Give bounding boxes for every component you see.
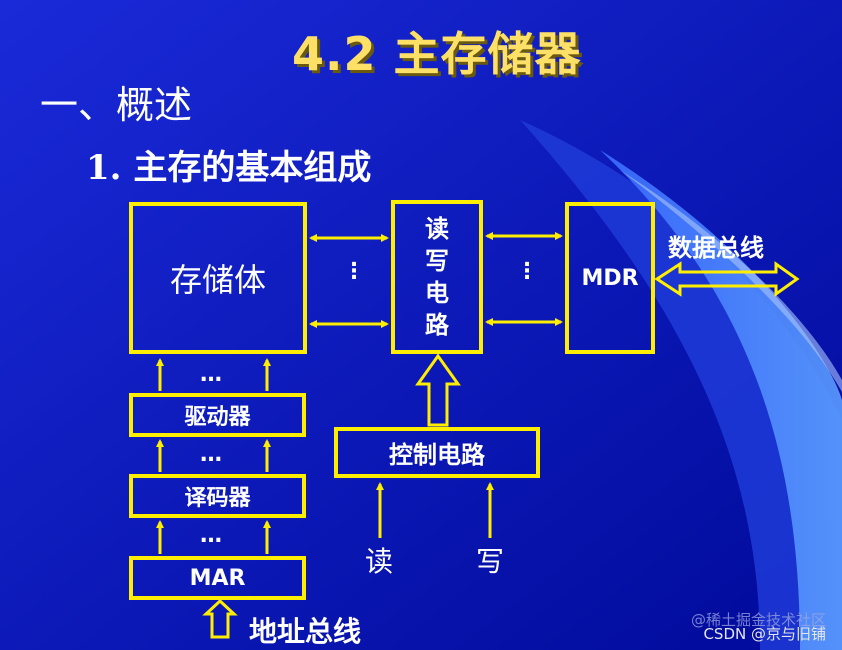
ellipsis-mar-decoder: … [200,523,222,548]
address-bus-arrow [202,598,238,639]
control-circuit-box: 控制电路 [334,427,540,478]
read-label: 读 [365,545,394,578]
watermark-juejin: @稀土掘金技术社区 [690,611,826,629]
mar-label: MAR [189,565,246,591]
control-rw-arrow [415,353,461,427]
rw-circuit-char: 电 [425,279,449,307]
rw-circuit-char: 写 [425,247,449,275]
data-bus-arrow [654,261,800,297]
mdr-label: MDR [581,265,639,291]
slide-title: 4.2 主存储器 [292,27,582,81]
mar-box: MAR [129,556,306,600]
driver-box: 驱动器 [129,393,306,437]
ellipsis-storage-rw: ⋮ [343,261,365,283]
write-label: 写 [476,545,505,578]
address-bus-label: 地址总线 [249,615,362,648]
mdr-box: MDR [565,202,655,354]
storage-body-box: 存储体 [129,202,307,354]
decoder-box: 译码器 [129,474,306,518]
ellipsis-decoder-driver: … [200,442,222,467]
subsection-heading: 1. 主存的基本组成 [86,148,372,188]
rw-circuit-char: 路 [425,311,449,339]
watermark-csdn: CSDN @京与旧铺 [703,625,826,643]
ellipsis-rw-mdr: ⋮ [516,261,538,283]
storage-body-label: 存储体 [169,261,266,299]
driver-label: 驱动器 [184,405,251,430]
decoder-label: 译码器 [184,486,251,511]
rw-circuit-char: 读 [425,215,449,243]
data-bus-label: 数据总线 [668,234,764,262]
ellipsis-driver-storage: … [200,362,222,387]
control-circuit-label: 控制电路 [389,441,485,469]
section-heading: 一、概述 [40,83,193,127]
rw-circuit-box: 读 写 电 路 [391,200,483,354]
